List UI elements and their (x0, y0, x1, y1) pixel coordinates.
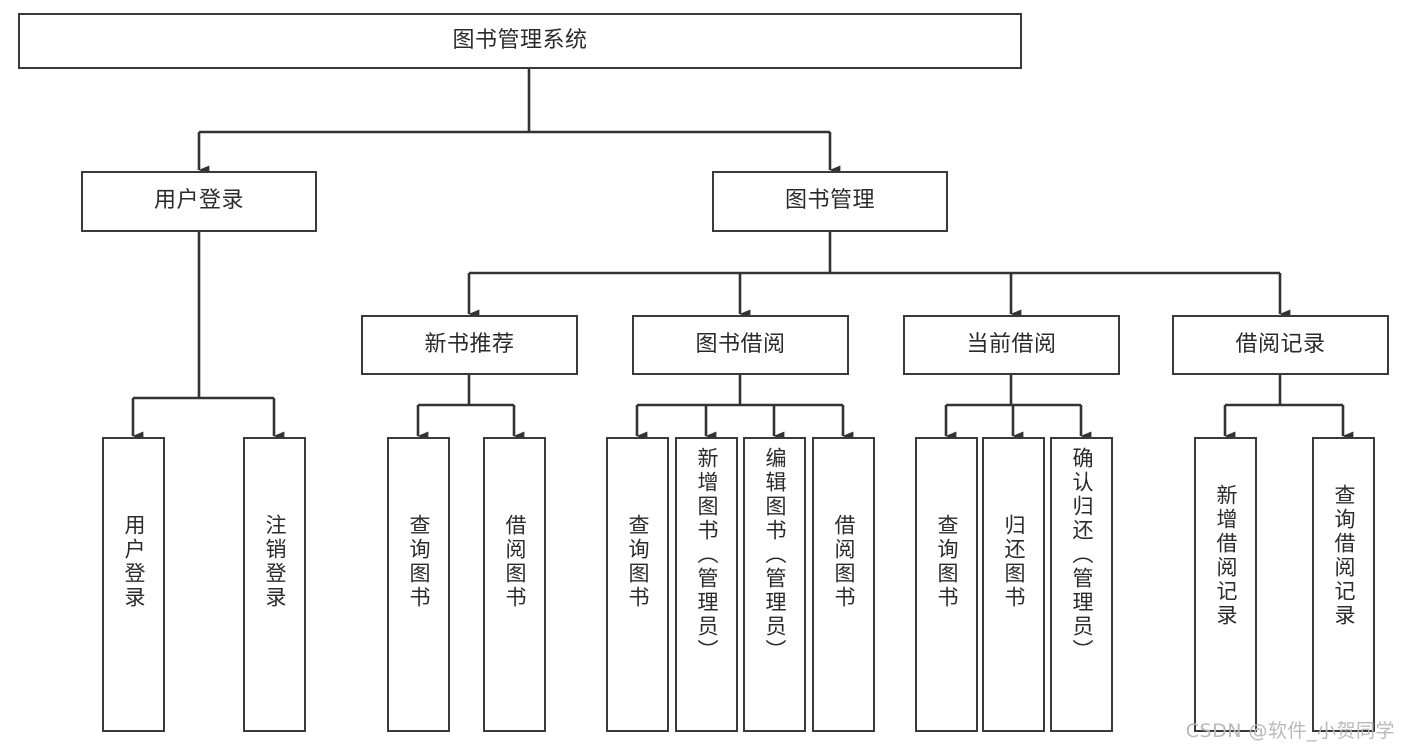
node-leaf-borrow-book[interactable]: 借阅图书 (812, 437, 875, 732)
node-new-book-recommend[interactable]: 新书推荐 (361, 315, 578, 375)
connector-bookborrow-to-leaves (635, 375, 854, 441)
node-leaf-return-book[interactable]: 归还图书 (982, 437, 1045, 732)
connector-bookmanage-to-level2 (467, 232, 1291, 319)
node-label-book-borrow: 图书借阅 (695, 331, 786, 357)
node-book-manage[interactable]: 图书管理 (712, 171, 948, 232)
connector-userlogin-to-leaves (131, 232, 285, 441)
node-label-borrow-record: 借阅记录 (1235, 331, 1326, 357)
node-current-borrow[interactable]: 当前借阅 (903, 315, 1120, 375)
node-leaf-query-borrow-record[interactable]: 查询借阅记录 (1312, 437, 1375, 732)
node-borrow-record[interactable]: 借阅记录 (1172, 315, 1389, 375)
connector-currentborrow-to-leaves (944, 375, 1092, 441)
node-book-borrow[interactable]: 图书借阅 (632, 315, 849, 375)
node-leaf-add-book-admin[interactable]: 新增图书（管理员） (675, 437, 738, 732)
node-leaf-query-book-borrow[interactable]: 查询图书 (606, 437, 669, 732)
node-label-leaf-borrow-book-rec: 借阅图书 (503, 514, 527, 610)
node-leaf-edit-book-admin[interactable]: 编辑图书（管理员） (743, 437, 806, 732)
node-label-leaf-confirm-return-admin: 确认归还（管理员） (1070, 447, 1094, 663)
node-label-new-book-recommend: 新书推荐 (424, 331, 515, 357)
node-leaf-borrow-book-rec[interactable]: 借阅图书 (483, 437, 546, 732)
node-label-leaf-logout: 注销登录 (263, 514, 287, 610)
node-label-leaf-query-book-borrow: 查询图书 (626, 514, 650, 610)
node-label-root: 图书管理系统 (452, 27, 588, 53)
node-root[interactable]: 图书管理系统 (18, 13, 1022, 69)
node-label-book-manage: 图书管理 (784, 188, 875, 214)
node-user-login[interactable]: 用户登录 (81, 171, 317, 232)
node-label-leaf-return-book: 归还图书 (1002, 514, 1026, 610)
connector-root-to-level1 (197, 69, 841, 175)
node-label-leaf-query-book-rec: 查询图书 (407, 514, 431, 610)
node-leaf-confirm-return-admin[interactable]: 确认归还（管理员） (1050, 437, 1113, 732)
connector-borrowrecord-to-leaves (1223, 375, 1354, 441)
node-leaf-add-borrow-record[interactable]: 新增借阅记录 (1194, 437, 1257, 732)
node-label-leaf-edit-book-admin: 编辑图书（管理员） (763, 447, 787, 663)
node-label-leaf-borrow-book: 借阅图书 (832, 514, 856, 610)
node-label-leaf-add-book-admin: 新增图书（管理员） (695, 447, 719, 663)
connector-group (131, 69, 1354, 441)
node-leaf-query-book-rec[interactable]: 查询图书 (387, 437, 450, 732)
node-label-leaf-user-login: 用户登录 (122, 514, 146, 610)
node-label-current-borrow: 当前借阅 (966, 331, 1057, 357)
node-label-leaf-query-book-current: 查询图书 (935, 514, 959, 610)
node-leaf-user-login[interactable]: 用户登录 (102, 437, 165, 732)
node-label-leaf-query-borrow-record: 查询借阅记录 (1332, 484, 1356, 628)
connector-newbook-to-leaves (416, 375, 525, 441)
node-label-leaf-add-borrow-record: 新增借阅记录 (1214, 484, 1238, 628)
node-leaf-logout[interactable]: 注销登录 (243, 437, 306, 732)
node-leaf-query-book-current[interactable]: 查询图书 (915, 437, 978, 732)
node-label-user-login: 用户登录 (153, 188, 244, 214)
